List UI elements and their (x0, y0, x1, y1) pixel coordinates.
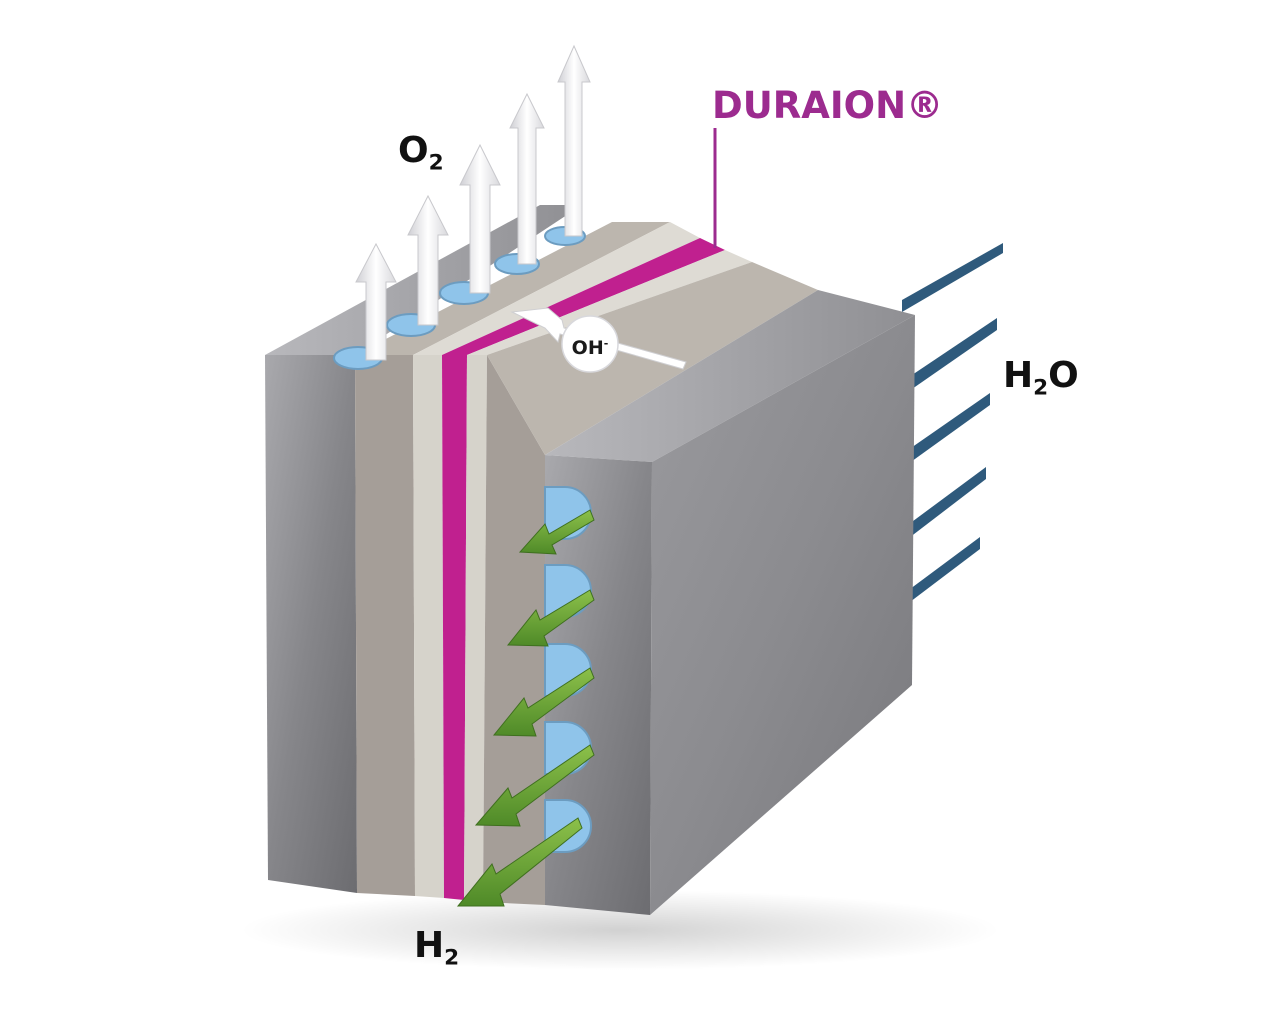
gasket-layer-right (464, 355, 487, 902)
h2-out-arrow (518, 509, 595, 555)
oxygen-label: O2 (398, 130, 444, 176)
o2-up-arrow (557, 44, 591, 237)
water-symbol-h: H (1003, 355, 1034, 396)
water-inlet-line (902, 537, 980, 608)
water-inlet-line (902, 243, 1003, 312)
h2-arrows (456, 509, 595, 907)
water-inlet-line (912, 318, 997, 389)
duraion-membrane-top (442, 238, 725, 355)
hydroxide-charge: - (603, 337, 609, 350)
hydroxide-symbol: OH (571, 337, 604, 359)
h2-out-arrow (506, 589, 595, 647)
anode-plate-front (265, 355, 357, 893)
floor-shadow (240, 890, 1000, 970)
water-inlet-line (905, 467, 986, 541)
gasket-top-right (467, 250, 752, 355)
o2-up-arrow (509, 92, 545, 265)
water-label: H2O (1003, 355, 1079, 401)
cathode-separator (483, 355, 545, 905)
hydroxide-label: OH- (563, 325, 617, 363)
o2-up-arrow (459, 143, 501, 294)
hydrogen-label: H2 (414, 925, 459, 971)
water-inlet-lines (902, 243, 1003, 608)
duraion-membrane-front (442, 355, 467, 900)
hydrogen-subscript: 2 (444, 945, 460, 971)
duraion-label: DURAION® (712, 84, 944, 127)
gasket-top-left (413, 222, 700, 355)
h2-out-arrow (492, 667, 595, 737)
water-inlet-line (908, 393, 990, 464)
anode-separator (355, 355, 415, 896)
cathode-plate-side (650, 315, 915, 915)
o2-arrows (355, 44, 591, 361)
hydrogen-symbol: H (414, 925, 445, 966)
oh-ion-arrow (510, 307, 687, 373)
cathode-plate-top (545, 290, 915, 462)
gasket-layer-left (413, 355, 444, 898)
oxygen-symbol: O (398, 130, 429, 171)
oh-ion-badge (561, 315, 619, 373)
o2-up-arrow (407, 194, 449, 326)
h2-out-arrow (474, 744, 595, 827)
water-subscript: 2 (1033, 375, 1049, 401)
oxygen-subscript: 2 (428, 150, 444, 176)
o2-up-arrow (355, 242, 397, 361)
water-symbol-o: O (1048, 355, 1079, 396)
h2-out-arrow (456, 817, 583, 907)
